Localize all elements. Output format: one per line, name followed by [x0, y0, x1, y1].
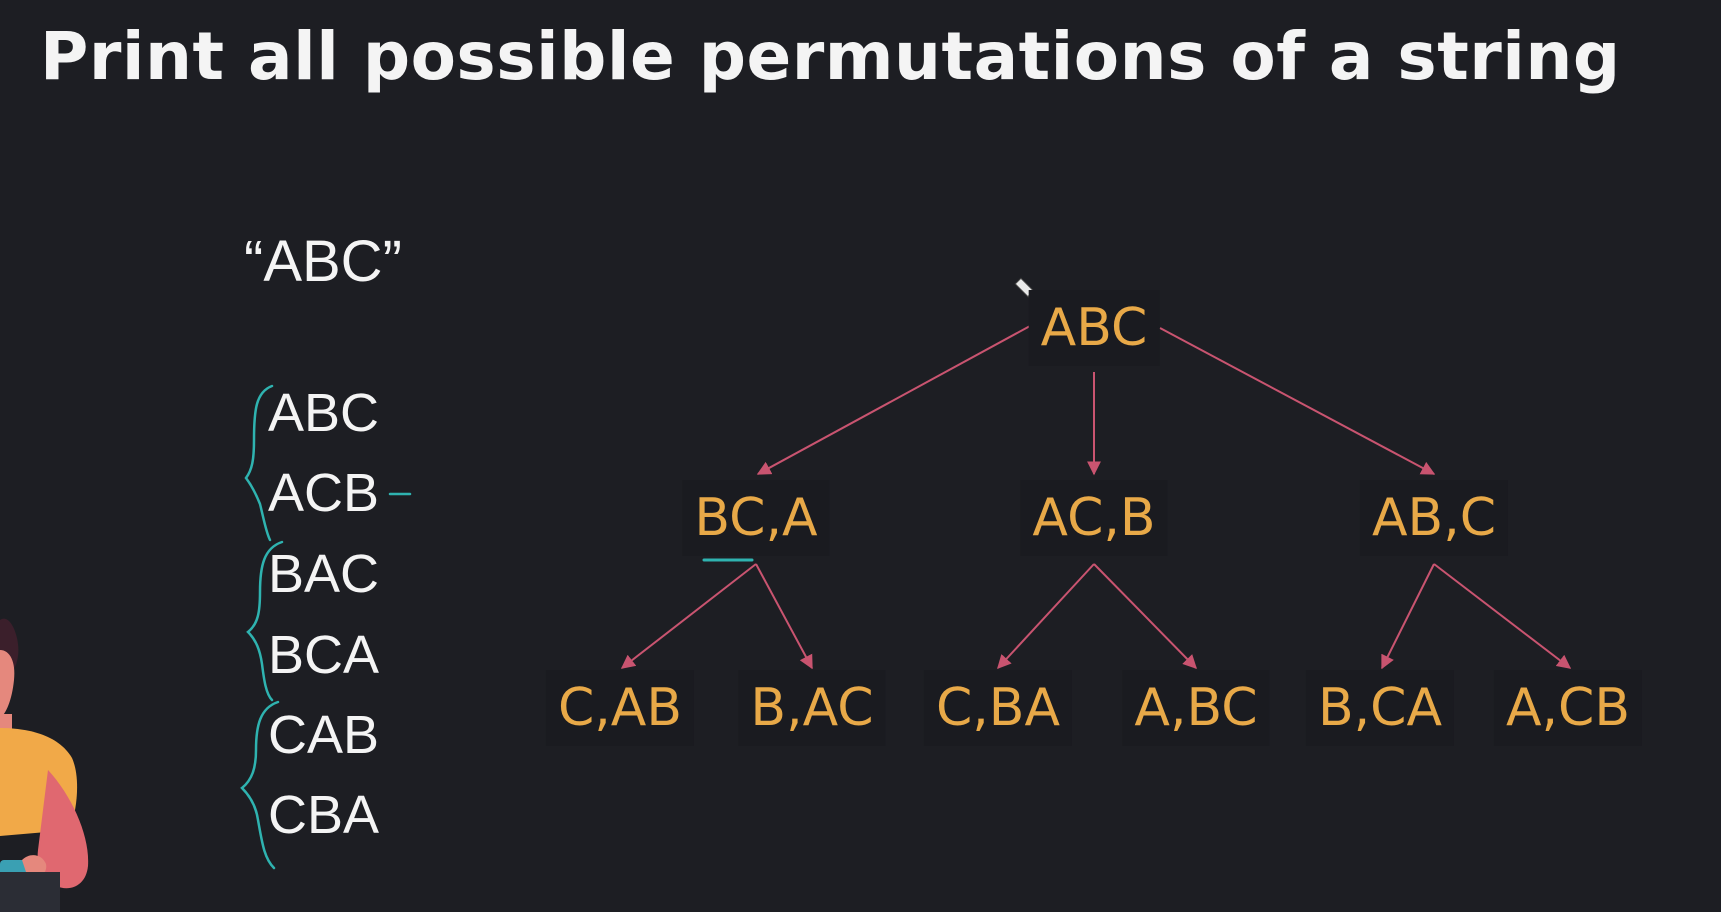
permutation-item: ACB: [268, 463, 380, 523]
tree-node-level2: C,BA: [923, 670, 1073, 746]
tree-edge: [997, 563, 1095, 670]
permutation-item: BCA: [268, 625, 380, 685]
tree-node-level2: B,CA: [1305, 670, 1455, 746]
tree-node-level2: B,AC: [738, 670, 886, 746]
tree-node-level2: A,CB: [1493, 670, 1643, 746]
tree-edge: [756, 325, 1031, 475]
brace-group-b: [246, 540, 284, 702]
tree-edge: [755, 563, 813, 670]
tree-edge: [1381, 563, 1435, 670]
brace-group-c: [240, 700, 280, 870]
permutation-item: CBA: [268, 785, 380, 845]
tree-edge: [620, 563, 757, 669]
permutation-item: BAC: [268, 544, 380, 604]
tree-edge: [1433, 563, 1572, 669]
input-string: “ABC”: [244, 229, 402, 294]
brace-group-a: [244, 384, 274, 542]
tree-node-level1: AB,C: [1359, 480, 1509, 556]
tree-edge: [1093, 563, 1197, 669]
presenter-illustration: [0, 610, 100, 912]
tree-edge: [1159, 327, 1436, 475]
tree-node-level1: AC,B: [1020, 480, 1168, 556]
tree-node-root: ABC: [1028, 290, 1160, 366]
tree-node-level2: A,BC: [1122, 670, 1270, 746]
permutation-item: CAB: [268, 705, 380, 765]
slide-title: Print all possible permutations of a str…: [40, 18, 1621, 95]
permutation-item: ABC: [268, 383, 380, 443]
tree-node-level1: BC,A: [682, 480, 830, 556]
tree-node-level2: C,AB: [545, 670, 695, 746]
